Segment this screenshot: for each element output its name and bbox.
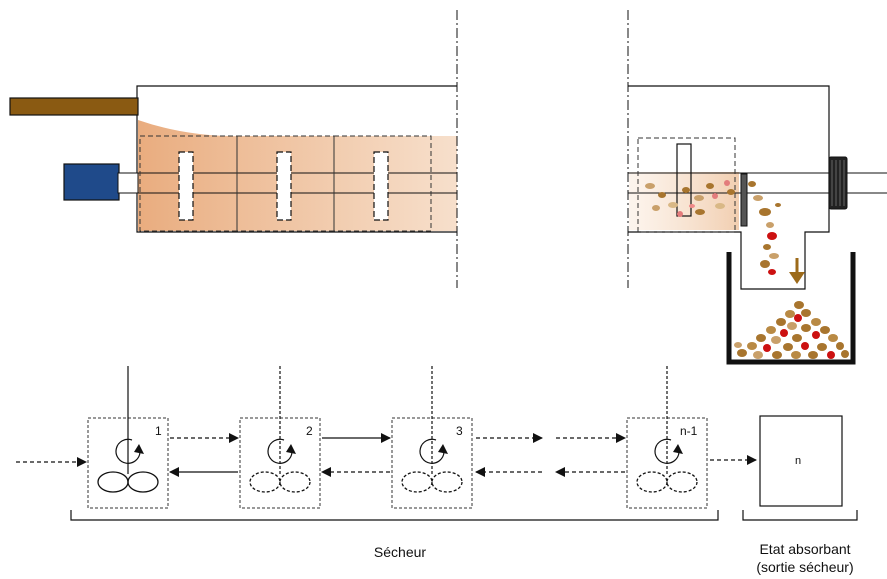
compartment-3	[333, 135, 432, 232]
cells-model	[16, 366, 858, 521]
paddle-3	[373, 151, 389, 221]
cell-1-label: 1	[155, 424, 162, 438]
flow-arrows	[16, 433, 757, 477]
agitator-blades-icon	[636, 471, 698, 493]
dryer-bracket	[70, 510, 719, 521]
agitator-blades-icon	[249, 471, 311, 493]
rotation-arrow-icon	[419, 438, 445, 464]
knob-icon	[828, 156, 848, 210]
motor-icon	[63, 163, 120, 201]
cell-n-1-label: n-1	[680, 424, 698, 438]
feed-pipe-icon	[9, 97, 139, 116]
grains-upper	[645, 180, 781, 275]
absorbing-state-label: n	[795, 455, 802, 467]
cell-3	[391, 366, 473, 509]
rotation-arrow-icon	[267, 438, 293, 464]
paddle-2	[276, 151, 292, 221]
paddle-1	[178, 151, 194, 221]
cell-2	[239, 366, 321, 509]
collection-bin	[726, 252, 856, 365]
dryer-caption: Sécheur	[373, 544, 427, 560]
vessel-outline-left	[136, 85, 457, 233]
absorbing-caption-line2: (sortie sécheur)	[756, 559, 854, 575]
grain-pile	[734, 301, 849, 359]
cell-n-1	[626, 366, 708, 509]
absorbing-bracket	[742, 510, 858, 521]
rotation-arrow-icon	[654, 438, 680, 464]
vessel-outline-right	[628, 85, 830, 290]
compartment-last	[637, 137, 736, 233]
absorbing-caption-line1: Etat absorbant	[759, 541, 851, 557]
weir-plate	[740, 173, 748, 227]
dryer-outlet-section	[628, 85, 887, 365]
rotation-arrow-icon	[115, 438, 141, 464]
agitator-blades-icon	[97, 471, 159, 493]
cell-3-label: 3	[456, 424, 463, 438]
dryer-inlet-section	[9, 85, 457, 233]
agitator-blades-icon	[401, 471, 463, 493]
paddle-last	[676, 143, 692, 217]
absorbing-state-box	[759, 415, 843, 507]
cell-2-label: 2	[306, 424, 313, 438]
discharge-arrow-icon	[789, 258, 805, 284]
cell-1	[87, 366, 169, 509]
